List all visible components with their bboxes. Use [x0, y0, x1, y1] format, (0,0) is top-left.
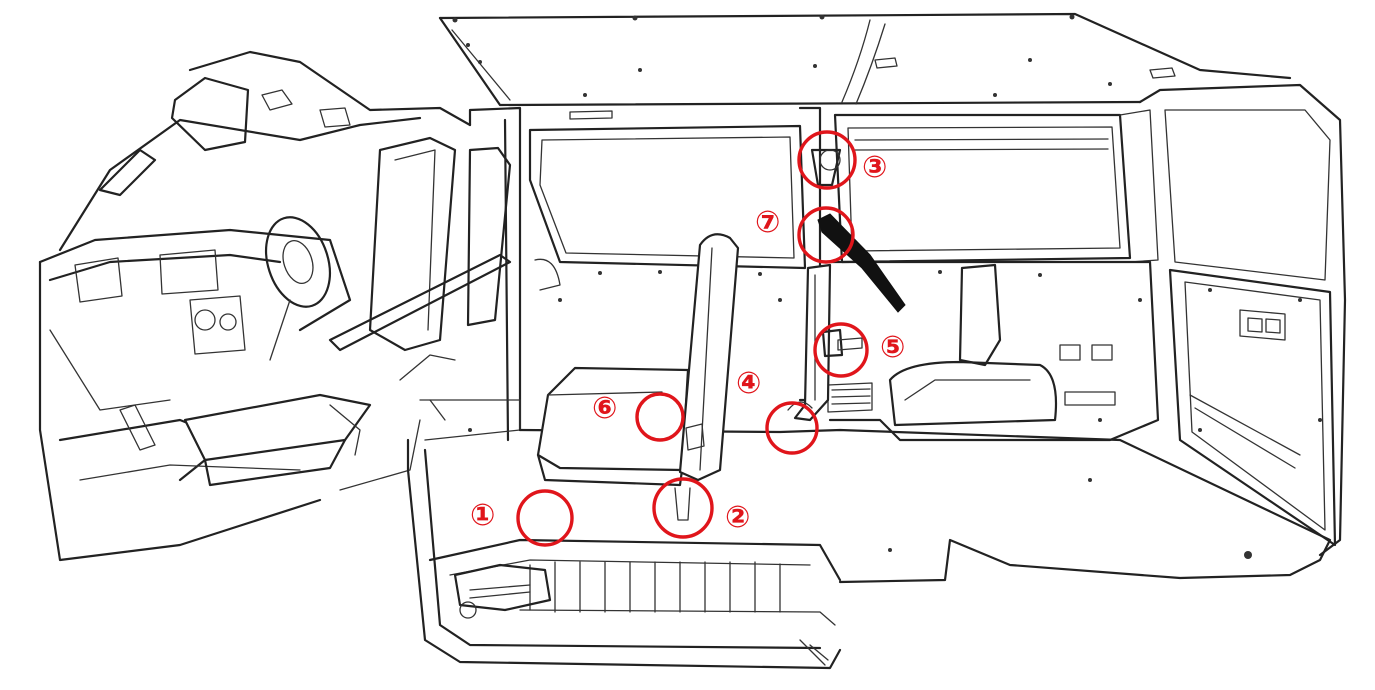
roof-panel: [438, 12, 1292, 107]
marker-7-label: ⑦: [755, 205, 780, 240]
marker-1-ring: [516, 489, 574, 547]
marker-6-ring: [635, 392, 685, 442]
marker-5-ring: [813, 322, 869, 378]
marker-2-ring: [652, 477, 714, 539]
cab-area: [38, 50, 512, 562]
marker-3-label: ③: [862, 150, 887, 185]
marker-4-ring: [765, 401, 819, 455]
markers: ① ② ③ ④ ⑤ ⑥ ⑦: [470, 130, 905, 547]
side-window: [528, 110, 807, 291]
floor: [428, 428, 1332, 666]
rear-door: [1138, 83, 1347, 557]
rear-seat: [536, 233, 740, 521]
rear-seatbelt: [787, 148, 906, 422]
marker-5-label: ⑤: [880, 330, 905, 365]
marker-4-label: ④: [736, 366, 761, 401]
marker-6-label: ⑥: [592, 391, 617, 426]
marker-7-ring: [797, 206, 855, 264]
marker-3-ring: [797, 130, 857, 190]
marker-2-label: ②: [725, 500, 750, 535]
door-opening: [406, 106, 842, 670]
marker-1-label: ①: [470, 498, 495, 533]
